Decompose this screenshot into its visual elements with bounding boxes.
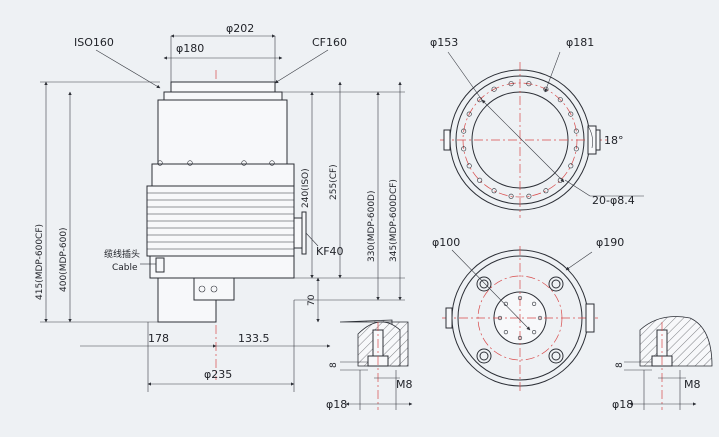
detail-right: 8 M8 φ18 — [612, 316, 713, 411]
dia-235-label: φ235 — [204, 368, 232, 381]
height-240-label: 240(ISO) — [301, 168, 311, 208]
cf160-label: CF160 — [312, 36, 347, 49]
detail-right-dia18-label: φ18 — [612, 398, 633, 411]
bolt-hole — [573, 146, 579, 152]
bolt-hole — [526, 81, 532, 87]
dia-153-label: φ153 — [430, 36, 458, 49]
holes-leader — [564, 179, 591, 197]
pump-base — [149, 255, 295, 279]
bolt-hole — [477, 177, 483, 183]
bolt-hole — [461, 128, 467, 134]
bolt-hole — [526, 193, 532, 199]
top-flange — [170, 81, 276, 93]
holes-label: 20-φ8.4 — [592, 194, 635, 207]
fitting-dot-1 — [198, 285, 206, 293]
dia-190-label: φ190 — [596, 236, 624, 249]
kf40-port — [293, 211, 307, 255]
cf-side-port-left — [443, 129, 451, 151]
dia-202-label: φ202 — [226, 22, 254, 35]
mid-band — [151, 163, 295, 187]
detail-right-m8-label: M8 — [684, 378, 701, 391]
height-330-label: 330(MDP-600D) — [367, 191, 377, 262]
angle-label: 18° — [604, 134, 624, 147]
upper-housing — [157, 99, 288, 165]
flange-collar — [163, 91, 283, 101]
iso160-label: ISO160 — [74, 36, 114, 49]
angle-arc — [587, 125, 593, 149]
lower-fitting — [193, 277, 235, 301]
bolt-hole — [508, 81, 514, 87]
detail-right-section — [639, 316, 713, 367]
detail-left: 8 M8 φ18 — [326, 319, 413, 411]
detail-left-8-label: 8 — [329, 362, 339, 368]
dia-180-label: φ180 — [176, 42, 204, 55]
bolt-hole — [491, 188, 497, 194]
fitting-dot-2 — [210, 285, 218, 293]
bolt-hole — [461, 146, 467, 152]
bolt-hole — [543, 188, 549, 194]
dia-190-dim — [565, 251, 593, 271]
top-view-cf: φ153 φ181 18° 20-φ8.4 — [430, 36, 644, 218]
bottom-bosses — [476, 276, 564, 364]
height-415-label: 415(MDP-600CF) — [35, 224, 45, 300]
cooling-fins — [146, 185, 295, 257]
dim-70-label: 70 — [307, 294, 317, 306]
bolt-hole — [466, 111, 472, 117]
bolt-hole — [491, 86, 497, 92]
dim-133-label: 133.5 — [238, 332, 270, 345]
bolt-hole — [466, 163, 472, 169]
detail-left-dia18-label: φ18 — [326, 398, 347, 411]
cable-label-cn: 缆线插头 — [104, 248, 140, 260]
dim-178-label: 178 — [148, 332, 169, 345]
bolt-hole — [537, 315, 543, 321]
kf40-leader — [305, 232, 319, 247]
bolt-hole — [503, 330, 509, 335]
bolt-hole — [573, 128, 579, 134]
bolt-hole — [508, 193, 514, 199]
bolt-hole — [497, 315, 503, 321]
iso160-leader — [95, 49, 161, 89]
bolt-hole — [531, 301, 537, 307]
detail-left-m8-label: M8 — [396, 378, 413, 391]
bolt-hole — [517, 295, 523, 301]
bolt-hole — [568, 163, 574, 169]
dia-100-label: φ100 — [432, 236, 460, 249]
front-view: 缆线插头 Cable ISO160 CF160 φ202 φ180 415(MD… — [35, 22, 405, 392]
bolt-hole — [557, 177, 563, 183]
cable-plug — [140, 257, 165, 273]
height-400-label: 400(MDP-600) — [59, 227, 69, 292]
dia-100-dim — [451, 249, 531, 331]
cf160-leader — [274, 49, 329, 84]
bottom-view: φ100 φ190 — [432, 236, 624, 392]
dia-153-dim — [481, 99, 565, 183]
cf-side-port-right — [587, 125, 597, 155]
bottom-bolt-holes — [497, 295, 543, 341]
kf40-label: KF40 — [316, 245, 344, 258]
bolt-hole — [531, 330, 537, 335]
bolt-hole — [568, 111, 574, 117]
band-bolts — [157, 160, 275, 166]
cable-label-en: Cable — [112, 263, 138, 273]
bottom-side-port — [585, 303, 595, 333]
bolt-hole — [517, 335, 523, 341]
height-345-label: 345(MDP-600DCF) — [389, 179, 399, 262]
detail-right-8-label: 8 — [615, 362, 625, 368]
height-255-label: 255(CF) — [329, 164, 339, 200]
dia-181-label: φ181 — [566, 36, 594, 49]
